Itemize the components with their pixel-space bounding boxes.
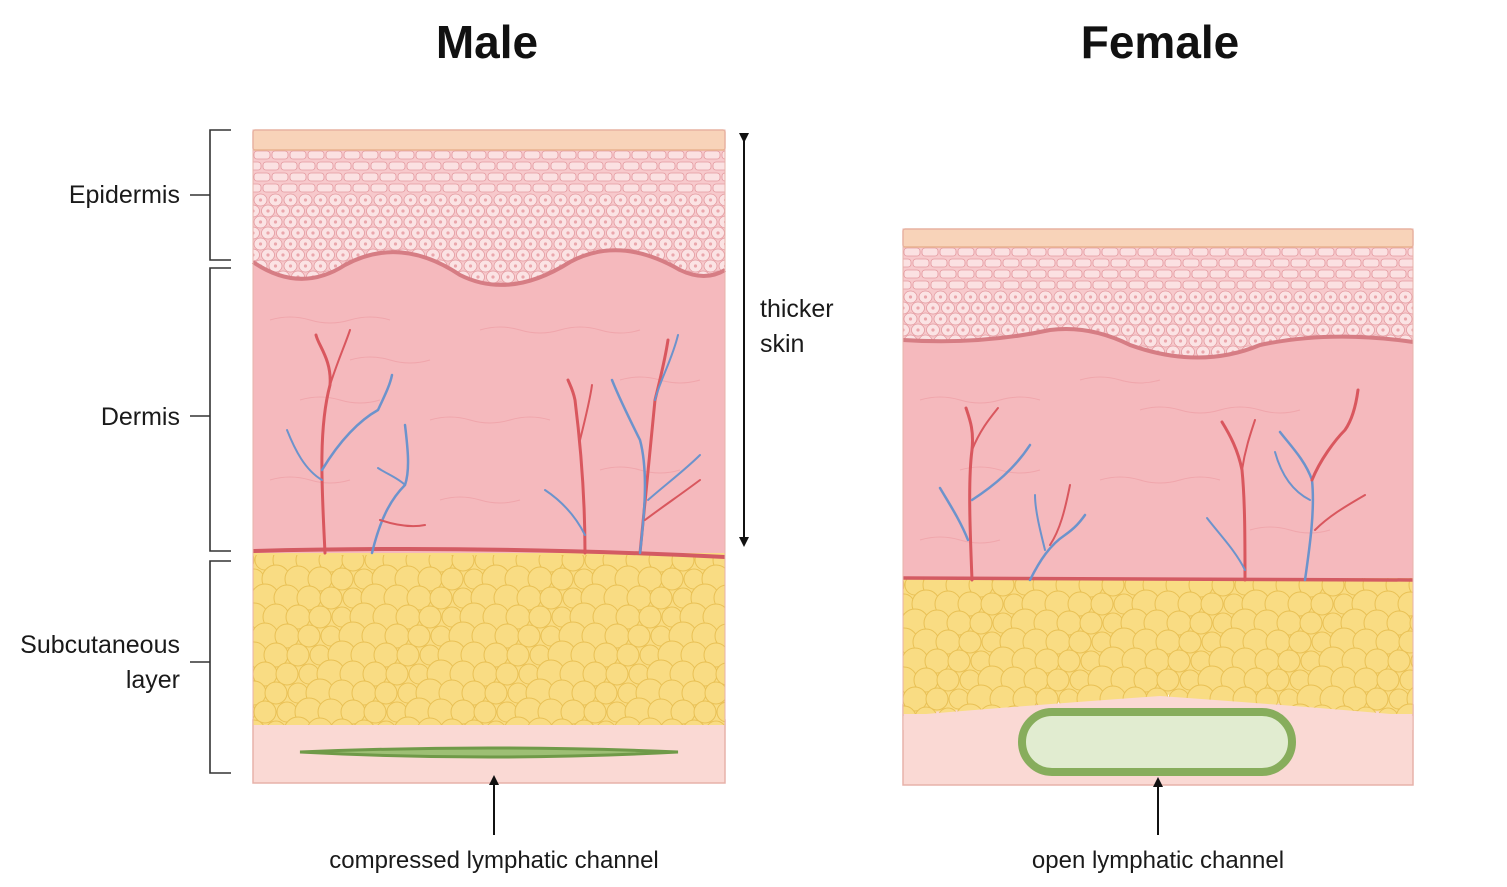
female-dermis	[903, 329, 1413, 578]
male-skin-section	[251, 129, 727, 784]
female-blood-vessels	[938, 388, 1366, 582]
dermis-bracket-icon	[209, 267, 231, 552]
thicker-skin-label-line2: skin	[760, 330, 804, 358]
thicker-skin-label-line1: thicker	[760, 295, 834, 323]
male-dermis	[253, 250, 725, 553]
female-dermal-border	[902, 576, 1414, 582]
male-caption: compressed lymphatic channel	[329, 847, 659, 874]
epidermis-label: Epidermis	[69, 181, 180, 209]
male-dermal-border	[252, 547, 726, 559]
female-title: Female	[1081, 16, 1240, 68]
male-basement-membrane	[251, 248, 727, 287]
subcutaneous-label-line2: layer	[126, 666, 180, 694]
epidermis-bracket-icon	[209, 129, 231, 261]
subcutaneous-label-line1: Subcutaneous	[20, 631, 180, 659]
male-blood-vessels	[286, 329, 701, 555]
female-caption: open lymphatic channel	[1032, 847, 1284, 874]
female-basement-membrane	[902, 327, 1414, 360]
subcutaneous-bracket-icon	[209, 560, 231, 774]
male-title: Male	[436, 16, 538, 68]
male-lymphatic-channel-icon	[299, 746, 679, 759]
male-fat-cells	[253, 555, 725, 725]
male-stratum-corneum	[252, 129, 726, 151]
male-dermis-fibers	[269, 316, 701, 504]
female-dermis-fibers	[919, 376, 1331, 544]
female-lymphatic-channel-icon	[1018, 708, 1296, 776]
female-stratum-corneum	[902, 228, 1414, 248]
female-skin-section	[902, 228, 1414, 786]
dermis-label: Dermis	[101, 403, 180, 431]
layer-brackets	[190, 129, 231, 774]
